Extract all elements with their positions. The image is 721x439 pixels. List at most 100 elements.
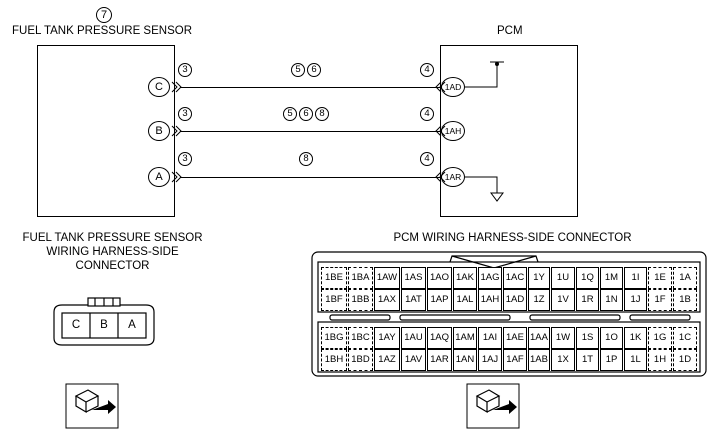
- pcm-pin-cell: 1E: [648, 267, 672, 289]
- chevron-icon: [435, 171, 446, 183]
- pcm-pin-cell: 1BB: [348, 289, 373, 311]
- pcm-pin-cell: 1AX: [374, 289, 400, 311]
- pcm-pin-cell: 1AM: [453, 327, 477, 349]
- sensor-pin-b: B: [148, 121, 170, 141]
- pcm-pin-cell: 1AA: [528, 327, 550, 349]
- pcm-pin-cell: 1AV: [401, 349, 426, 371]
- sensor-harness-label-1: FUEL TANK PRESSURE SENSOR: [22, 232, 203, 244]
- pcm-pin-cell: 1C: [673, 327, 697, 349]
- wire-b-1ah: [180, 131, 442, 132]
- pcm-pin-1ad: 1AD: [441, 77, 465, 97]
- pcm-pin-cell: 1AJ: [478, 349, 502, 371]
- pcm-pin-cell: 1BG: [321, 327, 347, 349]
- sensor-reference-number: 7: [96, 7, 112, 23]
- wire-b-ref-2: 6: [299, 107, 313, 121]
- pcm-pin-cell: 1AL: [453, 289, 477, 311]
- pcm-pin-cell: 1AB: [528, 349, 550, 371]
- pcm-pin-cell: 1Q: [576, 267, 599, 289]
- pcm-pin-1ah-connector-number: 4: [420, 107, 434, 121]
- pcm-pin-cell: 1BF: [321, 289, 347, 311]
- pcm-pin-1ad-connector-number: 4: [420, 63, 434, 77]
- pcm-pin-cell: 1R: [576, 289, 599, 311]
- pcm-pin-cell: 1AU: [401, 327, 426, 349]
- sensor-harness-label-3: CONNECTOR: [75, 260, 150, 272]
- pcm-pin-cell: 1G: [648, 327, 672, 349]
- pcm-pin-cell: 1L: [624, 349, 647, 371]
- pcm-pin-cell: 1A: [673, 267, 697, 289]
- pcm-pin-cell: 1AW: [374, 267, 400, 289]
- chevron-icon: [171, 171, 182, 183]
- pcm-pin-cell: 1X: [551, 349, 575, 371]
- pcm-pin-cell: 1W: [551, 327, 575, 349]
- sensor-pin-a-connector-number: 3: [178, 152, 192, 166]
- pcm-pin-cell: 1AK: [453, 267, 477, 289]
- wire-c-ref-1: 5: [291, 63, 305, 77]
- pcm-pin-cell: 1D: [673, 349, 697, 371]
- wire-a-1ar: [180, 177, 442, 178]
- pcm-pin-cell: 1BA: [348, 267, 373, 289]
- pcm-pin-cell: 1AO: [427, 267, 452, 289]
- sensor-pin-a: A: [148, 167, 170, 187]
- pcm-pin-cell: 1U: [551, 267, 575, 289]
- pcm-pin-cell: 1BD: [348, 349, 373, 371]
- pcm-pin-cell: 1AS: [401, 267, 426, 289]
- pcm-pin-cell: 1AI: [478, 327, 502, 349]
- pcm-harness-label: PCM WIRING HARNESS-SIDE CONNECTOR: [393, 232, 632, 244]
- pcm-pin-cell: 1S: [576, 327, 599, 349]
- pcm-pin-cell: 1Z: [528, 289, 550, 311]
- pcm-pin-cell: 1K: [624, 327, 647, 349]
- pcm-pin-cell: 1AD: [503, 289, 527, 311]
- pcm-pin-cell: 1O: [600, 327, 623, 349]
- pcm-pin-cell: 1AN: [453, 349, 477, 371]
- pcm-pin-cell: 1AC: [503, 267, 527, 289]
- sensor-connector-pin-c: C: [71, 319, 81, 331]
- ground-icon: [490, 192, 504, 202]
- wire-b-ref-1: 5: [283, 107, 297, 121]
- pcm-pin-cell: 1AF: [503, 349, 527, 371]
- pcm-pin-cell: 1BE: [321, 267, 347, 289]
- pcm-pin-cell: 1AT: [401, 289, 426, 311]
- pcm-pin-cell: 1AY: [374, 327, 400, 349]
- pcm-pin-cell: 1AG: [478, 267, 502, 289]
- pcm-pin-cell: 1H: [648, 349, 672, 371]
- pcm-pin-cell: 1BH: [321, 349, 347, 371]
- pcm-pin-cell: 1Y: [528, 267, 550, 289]
- pcm-pin-cell: 1B: [673, 289, 697, 311]
- pcm-pin-cell: 1P: [600, 349, 623, 371]
- sensor-harness-label-2: WIRING HARNESS-SIDE: [46, 246, 179, 258]
- pcm-pin-cell: 1J: [624, 289, 647, 311]
- pcm-pin-cell: 1T: [576, 349, 599, 371]
- pcm-pin-cell: 1I: [624, 267, 647, 289]
- pcm-pin-cell: 1F: [648, 289, 672, 311]
- pcm-pin-1ar-connector-number: 4: [420, 152, 434, 166]
- sensor-pin-b-connector-number: 3: [178, 107, 192, 121]
- sensor-title: FUEL TANK PRESSURE SENSOR: [12, 25, 192, 37]
- chevron-icon: [435, 81, 446, 93]
- ground-line: [465, 176, 498, 193]
- pcm-pin-cell: 1AZ: [374, 349, 400, 371]
- pcm-pin-cell: 1AH: [478, 289, 502, 311]
- pcm-pin-cell: 1N: [600, 289, 623, 311]
- sensor-connector-pin-a: A: [128, 319, 136, 331]
- pcm-pin-1ah: 1AH: [441, 121, 465, 141]
- chevron-icon: [171, 125, 182, 137]
- chevron-icon: [171, 81, 182, 93]
- pcm-pin-cell: 1AQ: [427, 327, 452, 349]
- wire-c-1ad: [180, 87, 442, 88]
- pcm-pin-cell: 1V: [551, 289, 575, 311]
- sensor-pin-c-connector-number: 3: [178, 63, 192, 77]
- wire-c-ref-2: 6: [307, 63, 321, 77]
- pcm-pin-cell: 1AP: [427, 289, 452, 311]
- pcm-pin-cell: 1AE: [503, 327, 527, 349]
- pcm-title: PCM: [497, 25, 523, 37]
- wire-a-ref-1: 8: [299, 152, 313, 166]
- sensor-connector-pin-b: B: [100, 319, 108, 331]
- pcm-pin-cell: 1M: [600, 267, 623, 289]
- chevron-icon: [435, 125, 446, 137]
- sensor-pin-c: C: [148, 77, 170, 97]
- pcm-pin-cell: 1BC: [348, 327, 373, 349]
